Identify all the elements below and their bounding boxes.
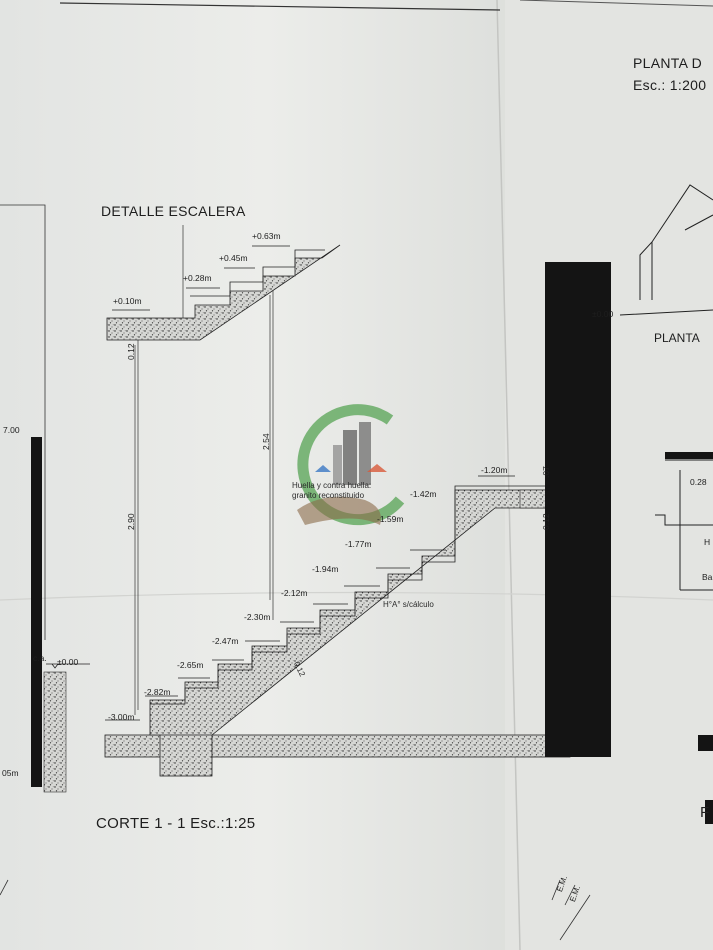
right-frame — [655, 459, 713, 591]
right-border — [519, 0, 713, 7]
level-label: +0.45m — [219, 253, 248, 263]
room-label: H — [704, 537, 711, 547]
level-label: ±0.00 — [57, 657, 79, 667]
dim-line-vertical — [134, 295, 271, 715]
level-label: -1.77m — [345, 539, 372, 549]
level-label: +0.63m — [252, 231, 281, 241]
dim-label: 0.28 — [690, 477, 707, 487]
level-ticks — [105, 475, 515, 721]
upper-level-ticks — [112, 245, 290, 311]
level-label: -2.82m — [144, 687, 171, 697]
left-level-mark — [46, 663, 90, 669]
main-stair-nosing — [150, 485, 548, 705]
level-label: -2.12m — [281, 588, 308, 598]
level-label: -1.94m — [312, 564, 339, 574]
level-label: ±0.00 — [592, 309, 614, 319]
right-wall-mark — [665, 452, 713, 459]
right-wall-mark-2 — [698, 735, 713, 751]
fold-line — [496, 0, 521, 950]
finish-note: Huella y contra huella: — [292, 481, 372, 490]
planta-title: PLANTA D — [633, 55, 703, 71]
level-label: -1.59m — [377, 514, 404, 524]
level-label: -1.20m — [481, 465, 508, 475]
level-label: +0.28m — [183, 273, 212, 283]
finish-note: granito reconstituido — [292, 491, 365, 500]
level-label: -2.65m — [177, 660, 204, 670]
watermark-logo — [297, 404, 405, 526]
planta-label: PLANTA — [654, 331, 700, 345]
main-wall — [545, 262, 611, 757]
top-border — [59, 2, 501, 11]
detalle-title: DETALLE ESCALERA — [101, 203, 246, 219]
level-label: c.a. — [33, 653, 47, 663]
dim-label: 2.54 — [261, 433, 271, 450]
corte-title: CORTE 1 - 1 Esc.:1:25 — [96, 815, 256, 832]
dim-label: 0.12 — [541, 513, 551, 530]
upper-stair-concrete — [106, 244, 341, 341]
level-label: -1.42m — [410, 489, 437, 499]
dim-label: .07 — [541, 466, 551, 478]
left-frame-line — [0, 204, 46, 640]
level-label: -3.00m — [108, 712, 135, 722]
level-label: -2.30m — [244, 612, 271, 622]
upper-stair-guide — [137, 225, 274, 710]
bottom-stamp-lines — [551, 879, 591, 941]
level-label: 7.00 — [3, 425, 20, 435]
level-label: +0.10m — [113, 296, 142, 306]
room-label: Ba — [702, 572, 713, 582]
left-wall — [31, 437, 42, 787]
planta-scale: Esc.: 1:200 — [633, 77, 707, 93]
dim-label: 0.12 — [126, 343, 136, 360]
left-ground — [43, 671, 67, 793]
level-label: 05m — [2, 768, 19, 778]
left-bottom-mark — [0, 879, 9, 896]
paper-left — [0, 0, 530, 950]
cut-label-right: F — [700, 804, 710, 821]
roof-drawing — [619, 184, 713, 316]
level-label: -2.47m — [212, 636, 239, 646]
slab-note: H°A° s/cálculo — [383, 600, 434, 609]
upper-stair-nosing — [190, 249, 325, 297]
dim-label: 2.90 — [126, 513, 136, 530]
right-wall-mark-3 — [705, 800, 713, 824]
